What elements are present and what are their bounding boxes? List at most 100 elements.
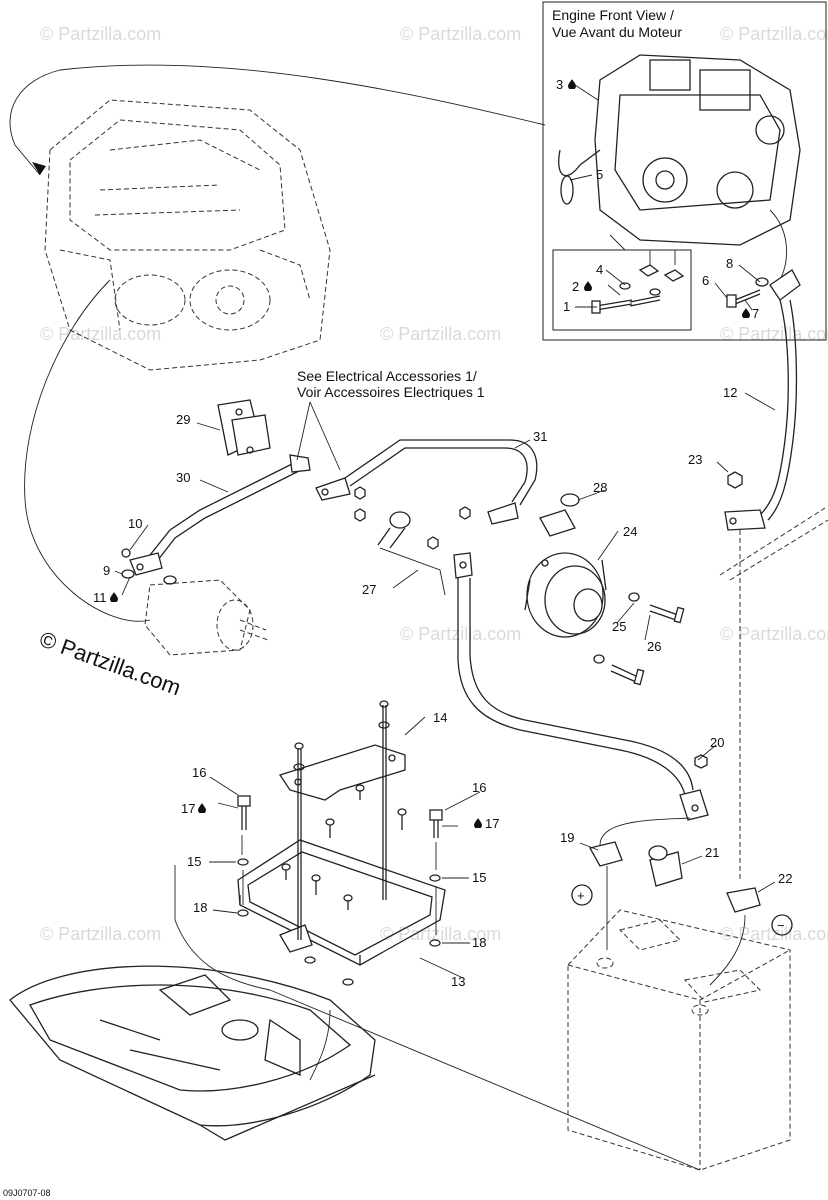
bolt-26-upper xyxy=(649,604,679,621)
relay-29 xyxy=(217,399,271,456)
nut-20 xyxy=(694,754,708,769)
boat-leader xyxy=(174,865,701,1171)
positive-sign: + xyxy=(577,888,585,903)
part-label-25: 25 xyxy=(612,619,626,634)
drop-icon xyxy=(474,818,482,828)
part-label-30: 30 xyxy=(176,470,190,485)
engine-front-view-inset: Engine Front View / Vue Avant du Moteur xyxy=(542,1,827,341)
drop-icon xyxy=(568,79,576,89)
ring-terminal-27 xyxy=(377,511,446,596)
part-label-5: 5 xyxy=(596,167,603,182)
part-label-31: 31 xyxy=(533,429,547,444)
screw-16-left xyxy=(241,805,247,830)
watermark-tile: © Partzilla.com xyxy=(380,924,501,944)
nut xyxy=(427,536,439,550)
part-label-2: 2 xyxy=(572,279,579,294)
part-label-10: 10 xyxy=(128,516,142,531)
cable-31 xyxy=(315,439,538,525)
callout-line1: See Electrical Accessories 1/ xyxy=(297,368,477,384)
cable-12-lug-top xyxy=(769,269,801,301)
part-label-9: 9 xyxy=(103,563,110,578)
nut-23 xyxy=(727,471,743,489)
drop-icon xyxy=(584,281,592,291)
bolt-26-lower xyxy=(610,664,639,683)
part-label-16-left: 16 xyxy=(192,765,206,780)
cable-20 xyxy=(453,552,709,821)
screw-16-right xyxy=(433,818,439,838)
part-label-29: 29 xyxy=(176,412,190,427)
drop-icon xyxy=(742,308,750,318)
positive-terminal-symbol xyxy=(571,884,593,906)
part-label-17-right: 17 xyxy=(485,816,499,831)
part-label-28: 28 xyxy=(593,480,607,495)
part-label-6: 6 xyxy=(702,273,709,288)
part-label-4: 4 xyxy=(596,262,603,277)
part-label-26: 26 xyxy=(647,639,661,654)
partzilla-watermark: © Partzilla.com xyxy=(36,626,184,700)
part-label-22: 22 xyxy=(778,871,792,886)
inset-title-line1: Engine Front View / xyxy=(552,7,674,23)
part-label-27: 27 xyxy=(362,582,376,597)
part-label-18-left: 18 xyxy=(193,900,207,915)
callout-line2: Voir Accessoires Electriques 1 xyxy=(297,384,485,400)
cable-12 xyxy=(759,299,789,516)
rod xyxy=(382,705,387,900)
part-label-8: 8 xyxy=(726,256,733,271)
rod xyxy=(297,748,302,940)
watermark-tile: © Partzilla.com xyxy=(40,24,161,44)
part-leaders xyxy=(114,84,776,979)
watermark-tile: © Partzilla.com xyxy=(400,24,521,44)
part-label-12: 12 xyxy=(723,385,737,400)
drop-icon xyxy=(198,803,206,813)
watermark-tile: © Partzilla.com xyxy=(720,324,828,344)
part-label-19: 19 xyxy=(560,830,574,845)
engine-illustration xyxy=(44,99,331,371)
callout-leaders xyxy=(296,401,341,471)
part-label-7: 7 xyxy=(752,306,759,321)
terminal-cap-28 xyxy=(539,509,576,537)
washer-25 xyxy=(593,654,605,664)
part-label-21: 21 xyxy=(705,845,719,860)
cable-12-lug-bottom xyxy=(724,509,766,531)
cable-30 xyxy=(129,454,311,576)
starter-motor xyxy=(144,575,269,656)
inset-title-line2: Vue Avant du Moteur xyxy=(552,24,682,40)
part-label-13: 13 xyxy=(451,974,465,989)
battery-clamp-22 xyxy=(726,887,761,913)
boat-illustration xyxy=(9,965,376,1141)
battery-tray-13 xyxy=(237,839,446,966)
part-label-16-right: 16 xyxy=(472,780,486,795)
nut xyxy=(354,508,366,522)
negative-terminal-symbol xyxy=(771,914,793,936)
watermark-tile: © Partzilla.com xyxy=(720,24,828,44)
diagram-reference-code: 09J0707-08 xyxy=(3,1188,51,1198)
part-label-20: 20 xyxy=(710,735,724,750)
part-label-23: 23 xyxy=(688,452,702,467)
battery-clamp-19 xyxy=(589,841,623,867)
starter-solenoid-24 xyxy=(524,552,607,638)
part-label-15-right: 15 xyxy=(472,870,486,885)
negative-sign: − xyxy=(777,918,785,933)
part-label-24: 24 xyxy=(623,524,637,539)
nut xyxy=(354,486,366,500)
engine-to-starter-line xyxy=(24,279,151,622)
watermark-tile: © Partzilla.com xyxy=(40,324,161,344)
part-label-15-left: 15 xyxy=(187,854,201,869)
view-arrow xyxy=(9,64,546,176)
part-label-3: 3 xyxy=(556,77,563,92)
drop-icon xyxy=(110,592,118,602)
battery xyxy=(567,909,791,1171)
nut-10 xyxy=(121,548,131,558)
watermark-tile: © Partzilla.com xyxy=(720,624,828,644)
part-label-1: 1 xyxy=(563,299,570,314)
part-label-11: 11 xyxy=(93,590,107,605)
watermark-tile: © Partzilla.com xyxy=(380,324,501,344)
nut xyxy=(459,506,471,520)
watermark-tile: © Partzilla.com xyxy=(40,924,161,944)
watermark-tile: © Partzilla.com xyxy=(400,624,521,644)
part-label-18-right: 18 xyxy=(472,935,486,950)
part-label-14: 14 xyxy=(433,710,447,725)
part-label-17-left: 17 xyxy=(181,801,195,816)
watermark-tile: © Partzilla.com xyxy=(720,924,828,944)
